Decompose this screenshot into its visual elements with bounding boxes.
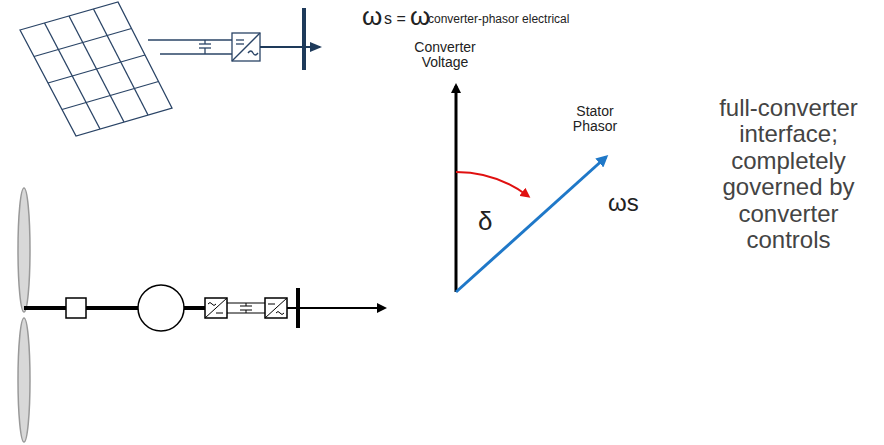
angle-symbol: δ bbox=[478, 207, 492, 236]
panel-grid-line bbox=[62, 82, 159, 110]
description-text: full-converter interface; completely gov… bbox=[706, 95, 871, 253]
pv-converter bbox=[148, 8, 320, 70]
subscript-text: converter-phasor electrical bbox=[428, 13, 569, 26]
panel-grid-line bbox=[48, 55, 145, 83]
solar-panel bbox=[20, 2, 172, 136]
wind-turbine bbox=[18, 188, 384, 442]
panel-grid-line bbox=[94, 9, 149, 115]
subscript-equals: s = bbox=[384, 10, 406, 28]
speed-label: ωs bbox=[608, 190, 639, 216]
omega-symbol: ω bbox=[362, 2, 382, 31]
phasor-label: Stator Phasor bbox=[560, 104, 630, 135]
phasor-label: Converter Voltage bbox=[400, 40, 490, 71]
omega-symbol: ω bbox=[410, 2, 430, 31]
